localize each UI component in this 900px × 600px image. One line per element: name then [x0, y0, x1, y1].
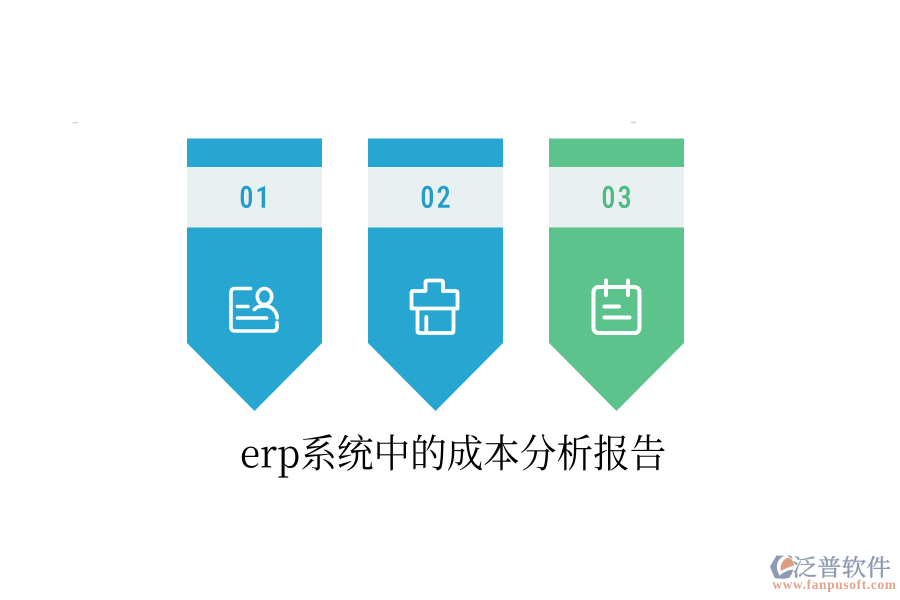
svg-text:www.fanpusoft.com: www.fanpusoft.com [773, 577, 897, 592]
